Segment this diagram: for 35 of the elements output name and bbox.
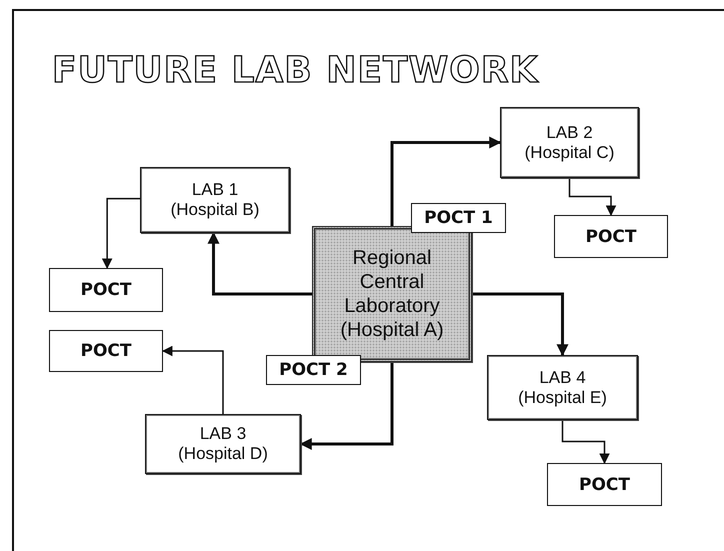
- poct-box: [411, 203, 506, 233]
- poct-box: [547, 463, 662, 506]
- node-label: LAB 2: [546, 122, 593, 142]
- node-label: POCT: [80, 280, 132, 300]
- node-label: POCT: [80, 341, 132, 361]
- node-label: POCT: [579, 474, 630, 494]
- arrow: [208, 232, 312, 296]
- node-label: LAB 4: [539, 368, 586, 388]
- node-label: (Hospital C): [524, 142, 614, 162]
- arrow: [472, 292, 568, 356]
- arrow: [562, 420, 610, 464]
- arrow: [162, 346, 224, 414]
- node-label: POCT 2: [279, 360, 348, 380]
- lab-box: [145, 414, 301, 474]
- node-label: POCT: [586, 226, 636, 246]
- node-label: POCT 1: [424, 208, 493, 228]
- node-label: (Hospital B): [170, 200, 260, 220]
- lab-box: [500, 107, 639, 178]
- lab-box: [487, 355, 638, 420]
- poct-box: [266, 355, 361, 385]
- central-lab-box: [312, 226, 472, 362]
- arrow: [390, 136, 502, 226]
- poct-box: [554, 215, 668, 258]
- arrow: [568, 178, 616, 216]
- node-label: (Hospital E): [518, 388, 607, 408]
- node-label: Regional Central Laboratory (Hospital A): [339, 246, 445, 342]
- lab-box: [140, 167, 290, 233]
- poct-box: [49, 330, 163, 372]
- node-label: LAB 3: [200, 424, 246, 444]
- node-label: (Hospital D): [178, 444, 268, 464]
- node-label: LAB 1: [192, 180, 238, 200]
- poct-box: [49, 268, 163, 312]
- arrow: [300, 362, 394, 450]
- arrow: [102, 198, 140, 270]
- diagram-title: FUTURE LAB NETWORK: [52, 50, 538, 91]
